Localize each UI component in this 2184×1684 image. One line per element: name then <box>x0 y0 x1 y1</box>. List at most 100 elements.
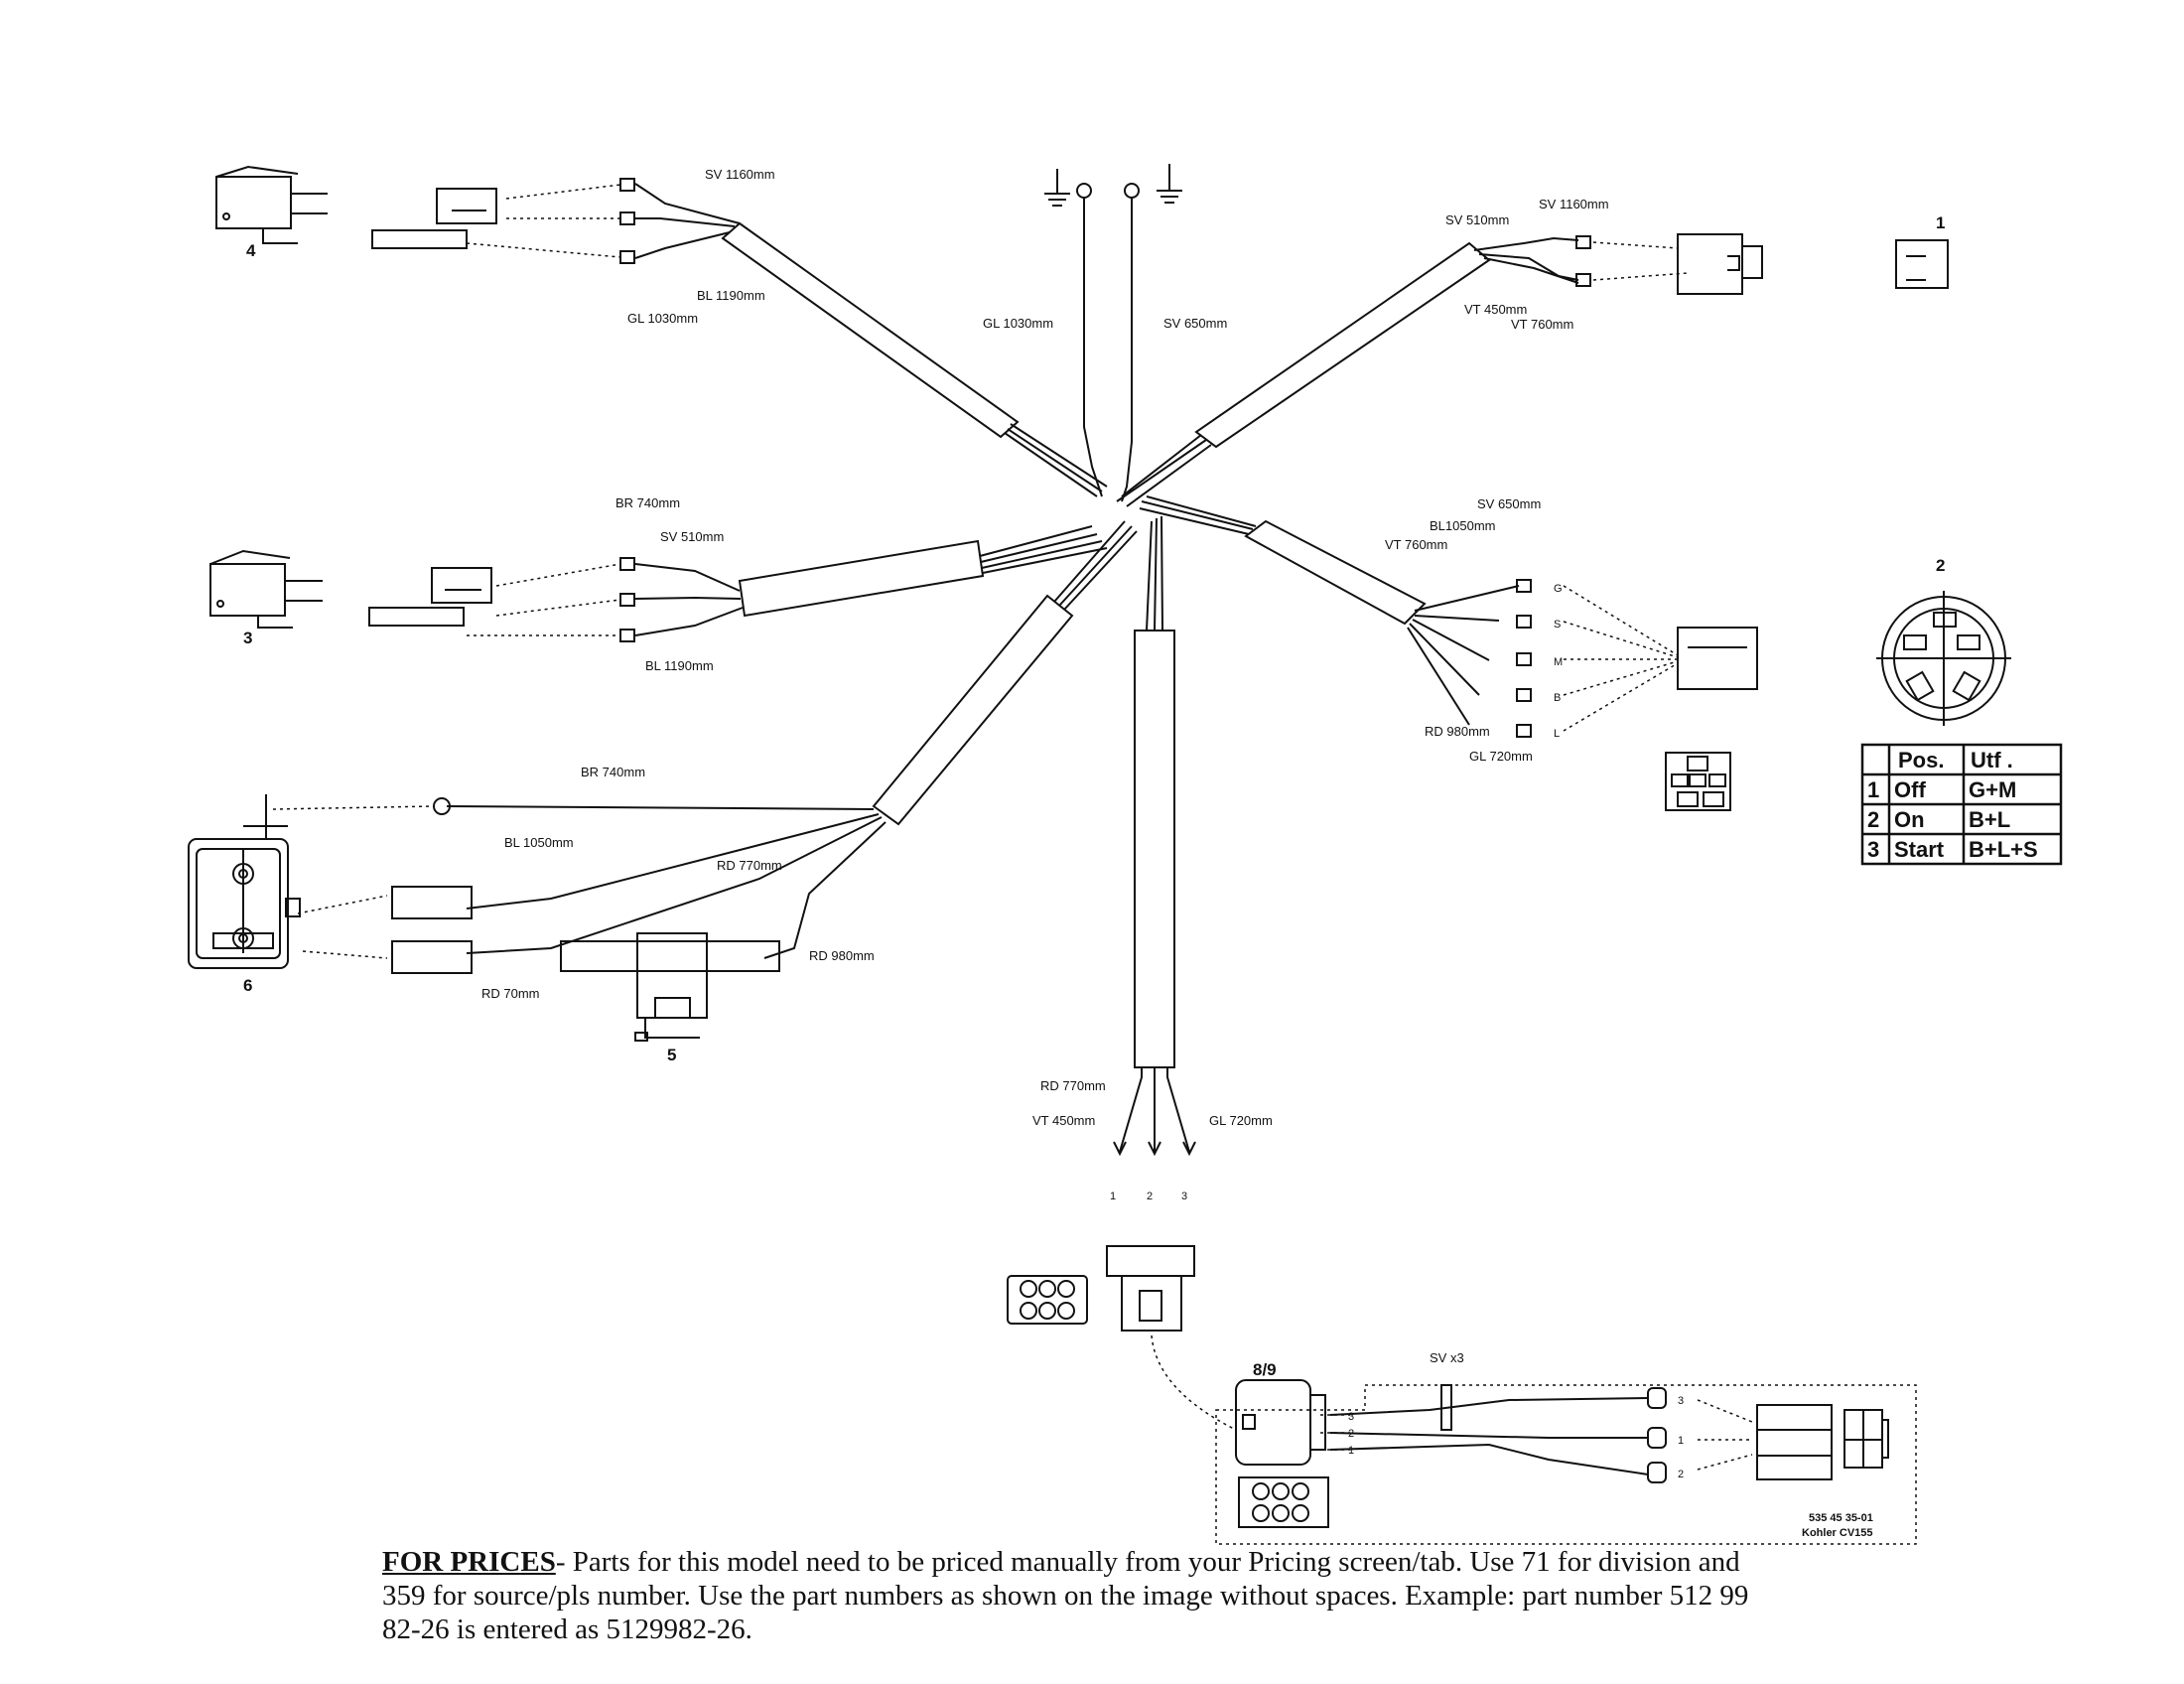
inset-right-pin-2: 2 <box>1678 1469 1684 1480</box>
wire-label-ground-sv: SV 650mm <box>1163 316 1227 331</box>
harness-tube-low-left <box>446 520 1138 959</box>
inset-pin-1: 1 <box>1348 1445 1354 1457</box>
wire-label-sv-510-right: SV 510mm <box>1445 212 1509 227</box>
fuse-holder-5 <box>560 932 780 1042</box>
table-row2-pos: On <box>1894 807 1925 832</box>
pricing-note: FOR PRICES- Parts for this model need to… <box>382 1545 1772 1646</box>
pin-label-s: S <box>1554 619 1561 631</box>
component-number-1: 1 <box>1936 213 1945 232</box>
ground-wire-left <box>1083 199 1103 497</box>
terminals-mid-left <box>619 557 635 642</box>
harness-tube-top-left <box>634 183 1108 497</box>
harness-tube-top-right <box>1116 236 1579 507</box>
component-number-4: 4 <box>246 241 256 260</box>
component-number-6: 6 <box>243 976 252 995</box>
inset-pin-2: 2 <box>1348 1428 1354 1440</box>
inset-connector-8-9 <box>1235 1379 1667 1483</box>
part-number: 535 45 35-01 <box>1809 1512 1873 1524</box>
wire-label-sv-510: SV 510mm <box>660 529 724 544</box>
pricing-note-text: - Parts for this model need to be priced… <box>382 1546 1749 1645</box>
pin-label-b: B <box>1554 692 1561 704</box>
wire-label-bl-1190: BL 1190mm <box>697 288 765 303</box>
ignition-switch-2 <box>1876 591 2011 726</box>
harness-tube-bottom <box>1113 515 1196 1157</box>
connector-pin-1: 1 <box>1110 1191 1116 1202</box>
wire-label-gl-720-right: GL 720mm <box>1469 749 1533 764</box>
switch-actuator-mid <box>368 567 492 627</box>
table-row3-utf: B+L+S <box>1969 837 2038 862</box>
component-number-2: 2 <box>1936 556 1945 575</box>
terminals-top-left <box>619 178 635 264</box>
inset-pin-3: 3 <box>1348 1411 1354 1423</box>
wire-label-vt-760-right: VT 760mm <box>1385 537 1447 552</box>
ground-ring-right <box>1124 183 1140 199</box>
solenoid-6 <box>188 794 301 969</box>
connector-6pin-bottom <box>1007 1275 1088 1325</box>
wire-label-sv-x3: SV x3 <box>1430 1350 1464 1365</box>
pricing-note-heading: FOR PRICES <box>382 1546 556 1578</box>
wire-label-gl-1030: GL 1030mm <box>627 311 698 326</box>
wire-label-rd-980-right: RD 980mm <box>1425 724 1490 739</box>
inset-6pin-layout <box>1238 1476 1329 1528</box>
connector-plug-bottom <box>1106 1245 1195 1332</box>
inset-relay-block <box>1756 1404 1889 1480</box>
microswitch-3 <box>209 549 323 629</box>
component-number-8-9: 8/9 <box>1253 1360 1277 1379</box>
position-table-grid <box>1860 743 2063 866</box>
terminals-ignition <box>1516 579 1532 738</box>
leader-lines <box>272 184 1917 1545</box>
table-row1-utf: G+M <box>1969 777 2016 802</box>
wire-label-rd-980: RD 980mm <box>809 948 875 963</box>
wire-label-sv-1160: SV 1160mm <box>705 167 775 182</box>
ground-symbol-right <box>1157 164 1182 204</box>
wire-label-bl-1050-right: BL1050mm <box>1430 518 1495 533</box>
wire-labels: SV 1160mm BL 1190mm GL 1030mm GL 1030mm … <box>481 167 1609 1365</box>
wire-label-gl-720-bottom: GL 720mm <box>1209 1113 1273 1128</box>
wire-label-vt-450-bottom: VT 450mm <box>1032 1113 1095 1128</box>
terminals-top-right <box>1575 235 1591 287</box>
ground-symbol-left <box>1044 169 1070 207</box>
wire-label-sv-1160-right: SV 1160mm <box>1539 197 1609 211</box>
wire-label-sv-650-right: SV 650mm <box>1477 496 1541 511</box>
inset-right-pin-1: 1 <box>1678 1435 1684 1447</box>
switch-actuator-top <box>371 188 497 249</box>
connector-top-right <box>1677 233 1763 295</box>
connector-pin-2: 2 <box>1147 1191 1153 1202</box>
wire-label-rd-770: RD 770mm <box>717 858 782 873</box>
part-reference: 535 45 35-01 Kohler CV155 <box>1802 1512 1873 1539</box>
table-row3-num: 3 <box>1867 837 1879 862</box>
table-row1-pos: Off <box>1894 777 1926 802</box>
wire-label-bl-1190-mid: BL 1190mm <box>645 658 714 673</box>
connector-bl <box>391 886 473 919</box>
ground-ring-left <box>1076 183 1092 199</box>
pin-label-g: G <box>1554 583 1563 595</box>
engine-model: Kohler CV155 <box>1802 1527 1873 1539</box>
wire-label-bl-1050: BL 1050mm <box>504 835 574 850</box>
wire-label-rd-70: RD 70mm <box>481 986 540 1001</box>
component-1-connector <box>1895 239 1949 289</box>
table-row2-utf: B+L <box>1969 807 2010 832</box>
microswitch-4 <box>215 165 328 244</box>
wire-label-vt-450: VT 450mm <box>1464 302 1527 317</box>
table-header-utf: Utf . <box>1971 748 2013 772</box>
component-number-5: 5 <box>667 1046 676 1064</box>
table-header-pos: Pos. <box>1898 748 1944 772</box>
connector-pin-3: 3 <box>1181 1191 1187 1202</box>
pin-label-m: M <box>1554 656 1563 668</box>
wire-label-br-740: BR 740mm <box>615 495 680 510</box>
connector-rd-left <box>391 940 473 974</box>
ignition-connector-block <box>1677 627 1758 690</box>
inset-right-pin-3: 3 <box>1678 1395 1684 1407</box>
ignition-pin-layout <box>1665 752 1731 811</box>
position-table: Pos. Utf . 1 Off G+M 2 On B+L 3 Start B+… <box>1867 748 2038 862</box>
ground-wire-right <box>1121 199 1133 502</box>
table-row3-pos: Start <box>1894 837 1945 862</box>
table-row1-num: 1 <box>1867 777 1879 802</box>
harness-tube-mid-right <box>1139 495 1520 726</box>
table-row2-num: 2 <box>1867 807 1879 832</box>
pin-label-l: L <box>1554 728 1560 740</box>
wire-label-ground-gl: GL 1030mm <box>983 316 1053 331</box>
component-numbers: 1 2 3 4 5 6 8/9 <box>243 213 1945 1379</box>
wire-label-rd-770-bottom: RD 770mm <box>1040 1078 1106 1093</box>
